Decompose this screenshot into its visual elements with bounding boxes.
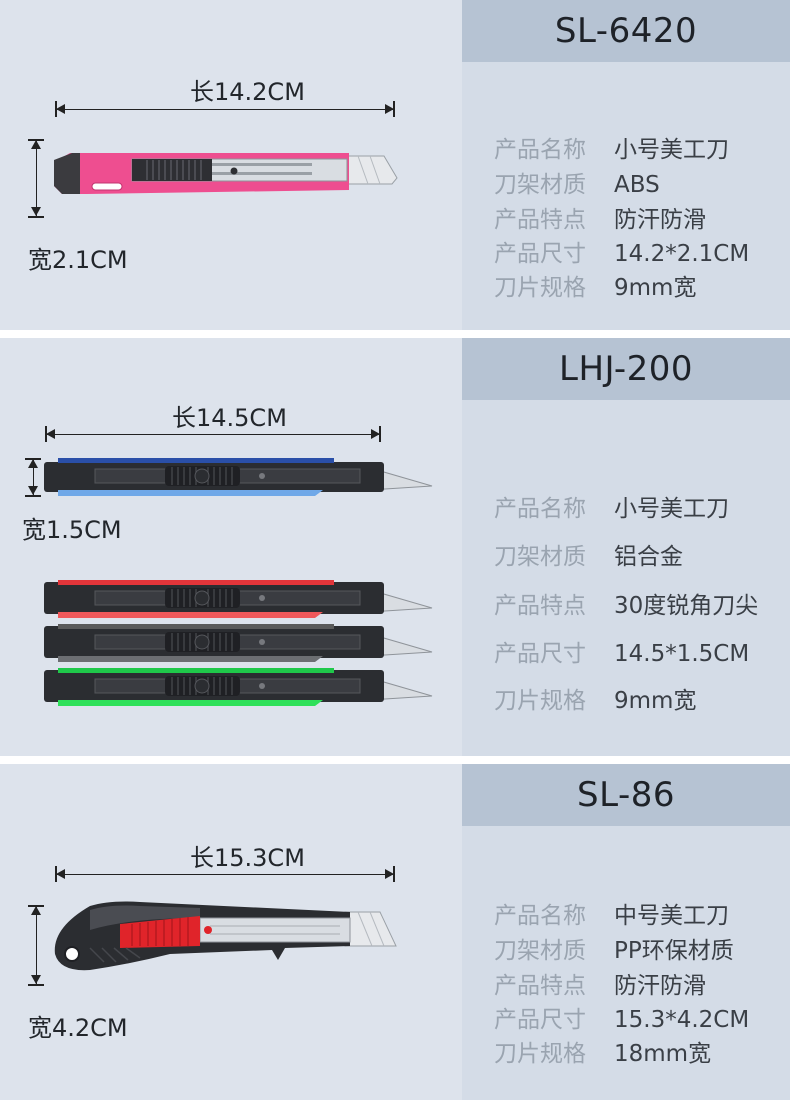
length-dimension-line xyxy=(46,434,380,435)
model-title: LHJ-200 xyxy=(462,338,790,400)
spec-key: 产品名称 xyxy=(494,903,586,929)
length-label: 长15.3CM xyxy=(190,844,305,872)
spec-row: 刀片规格 9mm宽 xyxy=(494,681,696,715)
width-label: 宽4.2CM xyxy=(28,1014,128,1042)
arrow-right-icon xyxy=(385,869,394,879)
spec-row: 刀片规格 9mm宽 xyxy=(494,268,696,302)
spec-key: 产品尺寸 xyxy=(494,641,586,667)
product-section-sl86: 长15.3CM 宽4.2CM SL-86 产品名称 中号美工刀 xyxy=(0,764,790,1100)
spec-key: 产品尺寸 xyxy=(494,241,586,267)
spec-value: 9mm宽 xyxy=(614,688,697,714)
spec-value: ABS xyxy=(614,172,660,198)
width-label: 宽2.1CM xyxy=(28,246,128,274)
arrow-up-icon xyxy=(28,459,38,468)
spec-row: 刀架材质 ABS xyxy=(494,165,660,199)
arrow-up-icon xyxy=(31,906,41,915)
spec-value: 30度锐角刀尖 xyxy=(614,593,759,619)
gray-utility-knife-image xyxy=(44,624,433,662)
width-dimension-line xyxy=(33,459,34,495)
spec-value: 铝合金 xyxy=(614,544,683,570)
spec-value: 防汗防滑 xyxy=(614,207,706,233)
width-label: 宽1.5CM xyxy=(22,516,122,544)
length-dimension-line xyxy=(56,109,394,110)
dimension-tick xyxy=(28,984,44,986)
model-title: SL-6420 xyxy=(462,0,790,62)
green-utility-knife-image xyxy=(44,668,433,706)
spec-panel: LHJ-200 产品名称 小号美工刀 刀架材质 铝合金 产品特点 30度锐角刀尖 产品… xyxy=(462,338,790,756)
dimension-tick xyxy=(393,101,395,117)
product-illustration-area: 长15.3CM 宽4.2CM xyxy=(0,764,462,1100)
arrow-right-icon xyxy=(385,104,394,114)
product-section-sl6420: 长14.2CM 宽2.1CM xyxy=(0,0,790,330)
spec-row: 产品特点 防汗防滑 xyxy=(494,200,706,234)
width-dimension-line xyxy=(36,906,37,984)
spec-value: 小号美工刀 xyxy=(614,137,729,163)
dimension-tick xyxy=(55,101,57,117)
spec-row: 产品尺寸 14.2*2.1CM xyxy=(494,234,749,268)
spec-value: 小号美工刀 xyxy=(614,496,729,522)
dimension-tick xyxy=(25,458,41,460)
spec-row: 刀架材质 铝合金 xyxy=(494,537,683,571)
spec-key: 产品特点 xyxy=(494,973,586,999)
spec-key: 产品特点 xyxy=(494,593,586,619)
spec-key: 刀架材质 xyxy=(494,544,586,570)
dimension-tick xyxy=(45,426,47,442)
dimension-tick xyxy=(28,216,44,218)
black-red-utility-knife-image xyxy=(54,901,397,971)
dimension-tick xyxy=(28,905,44,907)
dimension-tick xyxy=(55,866,57,882)
spec-row: 产品特点 30度锐角刀尖 xyxy=(494,586,758,620)
spec-key: 产品特点 xyxy=(494,207,586,233)
arrow-left-icon xyxy=(56,869,65,879)
spec-key: 刀片规格 xyxy=(494,688,586,714)
spec-row: 产品名称 中号美工刀 xyxy=(494,896,729,930)
arrow-left-icon xyxy=(46,429,55,439)
spec-row: 产品名称 小号美工刀 xyxy=(494,130,729,164)
product-illustration-area: 长14.2CM 宽2.1CM xyxy=(0,0,462,330)
red-utility-knife-image xyxy=(44,580,433,618)
spec-key: 刀片规格 xyxy=(494,1041,586,1067)
arrow-up-icon xyxy=(31,140,41,149)
width-dimension-line xyxy=(36,140,37,216)
length-label: 长14.5CM xyxy=(172,404,287,432)
spec-row: 刀片规格 18mm宽 xyxy=(494,1034,711,1068)
spec-value: 9mm宽 xyxy=(614,275,697,301)
spec-key: 刀片规格 xyxy=(494,275,586,301)
spec-key: 刀架材质 xyxy=(494,172,586,198)
spec-panel: SL-86 产品名称 中号美工刀 刀架材质 PP环保材质 产品特点 防汗防滑 产品尺寸… xyxy=(462,764,790,1100)
spec-key: 产品名称 xyxy=(494,496,586,522)
dimension-tick xyxy=(379,426,381,442)
spec-row: 刀架材质 PP环保材质 xyxy=(494,931,734,965)
spec-value: 14.2*2.1CM xyxy=(614,241,750,267)
dimension-tick xyxy=(28,139,44,141)
spec-key: 产品名称 xyxy=(494,137,586,163)
spec-row: 产品尺寸 14.5*1.5CM xyxy=(494,634,749,668)
spec-value: 18mm宽 xyxy=(614,1041,712,1067)
length-label: 长14.2CM xyxy=(190,78,305,106)
spec-key: 产品尺寸 xyxy=(494,1007,586,1033)
spec-panel: SL-6420 产品名称 小号美工刀 刀架材质 ABS 产品特点 防汗防滑 产品尺寸 1… xyxy=(462,0,790,330)
product-section-lhj200: 长14.5CM 宽1.5CM xyxy=(0,338,790,756)
dimension-tick xyxy=(393,866,395,882)
blue-utility-knife-image xyxy=(44,458,433,496)
arrow-down-icon xyxy=(31,207,41,216)
arrow-right-icon xyxy=(371,429,380,439)
model-title: SL-86 xyxy=(462,764,790,826)
pink-utility-knife-image xyxy=(54,153,398,194)
dimension-tick xyxy=(25,495,41,497)
spec-value: 15.3*4.2CM xyxy=(614,1007,750,1033)
spec-value: 防汗防滑 xyxy=(614,973,706,999)
arrow-down-icon xyxy=(28,486,38,495)
arrow-down-icon xyxy=(31,975,41,984)
spec-value: 中号美工刀 xyxy=(614,903,729,929)
spec-row: 产品尺寸 15.3*4.2CM xyxy=(494,1000,749,1034)
product-illustration-area: 长14.5CM 宽1.5CM xyxy=(0,338,462,756)
spec-row: 产品名称 小号美工刀 xyxy=(494,489,729,523)
spec-key: 刀架材质 xyxy=(494,938,586,964)
spec-value: 14.5*1.5CM xyxy=(614,641,750,667)
spec-row: 产品特点 防汗防滑 xyxy=(494,966,706,1000)
spec-value: PP环保材质 xyxy=(614,938,734,964)
arrow-left-icon xyxy=(56,104,65,114)
length-dimension-line xyxy=(56,874,394,875)
